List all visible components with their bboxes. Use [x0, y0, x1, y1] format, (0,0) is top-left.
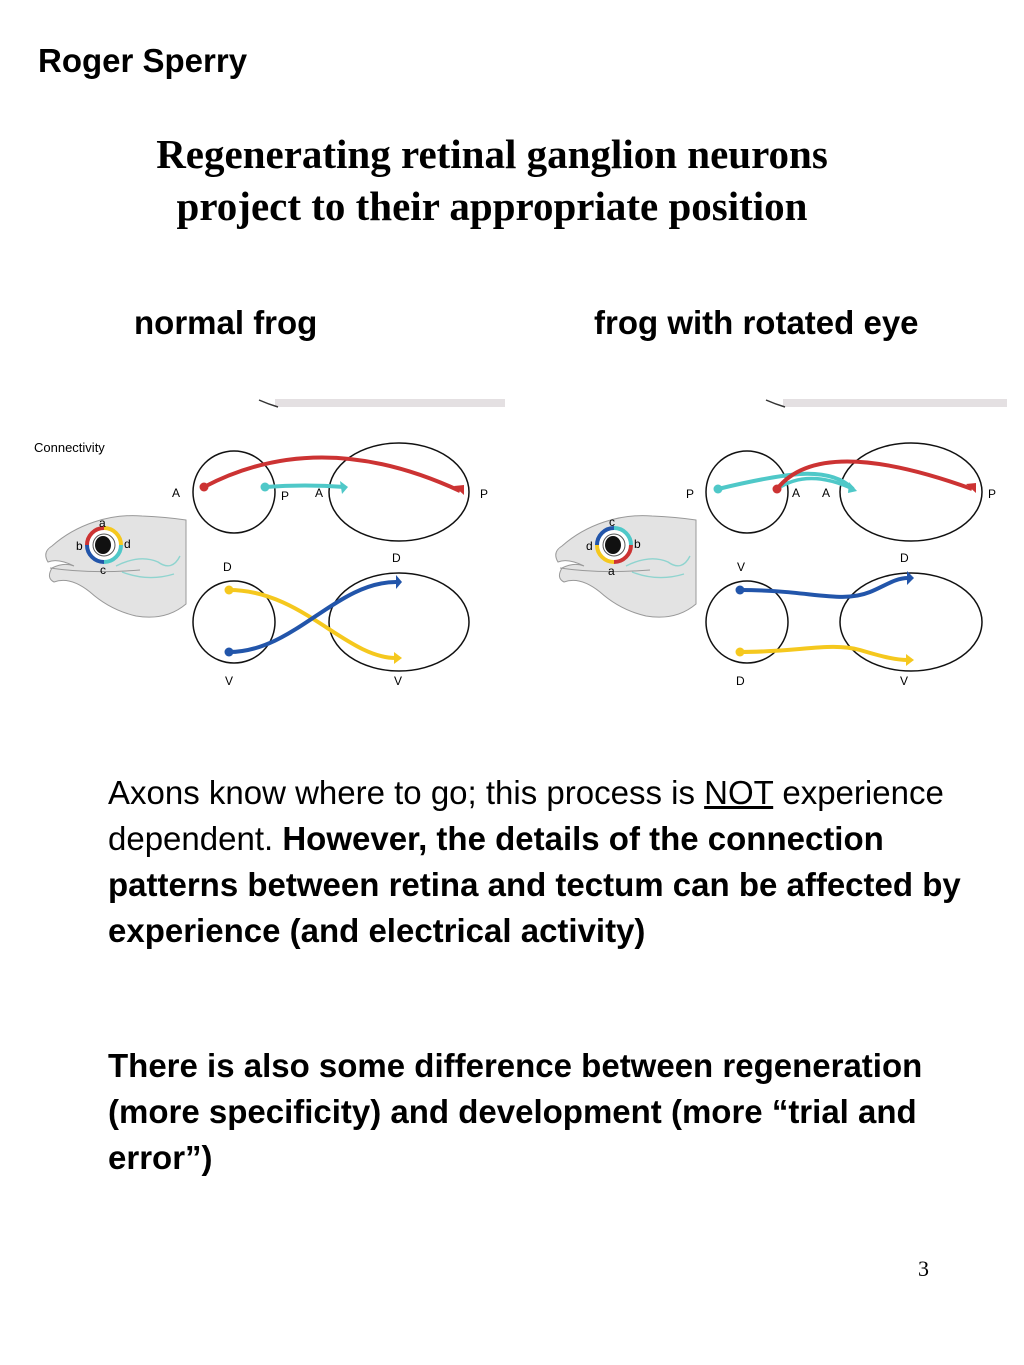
axon-red-terminal	[454, 485, 464, 495]
eye-letter-top: a	[99, 516, 106, 530]
para1-intro: Axons know where to go; this process is	[108, 774, 705, 811]
pupil	[605, 536, 621, 554]
paragraph-regeneration: There is also some difference between re…	[108, 1047, 923, 1176]
axon-blue	[739, 576, 909, 599]
axon-yellow-origin	[224, 585, 234, 595]
panel-label-rotated-eye: frog with rotated eye	[594, 304, 919, 341]
label-upper-far-right: P	[480, 487, 488, 501]
eye-letter-bottom: a	[608, 564, 615, 578]
axon-red-origin	[199, 482, 209, 492]
label-lower-right-top: D	[392, 551, 401, 565]
label-upper-far-left: A	[172, 486, 180, 500]
slide-title: Regenerating retinal ganglion neurons pr…	[0, 128, 984, 232]
eye-arc-yellow	[103, 526, 123, 546]
header-bar	[783, 399, 1007, 407]
panel-label-normal-frog: normal frog	[134, 304, 318, 341]
connectivity-caption: Connectivity	[34, 440, 105, 455]
axon-cyan-left	[776, 476, 854, 491]
header-stroke	[765, 399, 786, 408]
axon-cyan-origin	[260, 482, 270, 492]
label-lower-left-top: D	[223, 560, 232, 574]
pupil	[95, 536, 111, 554]
para1-mid: experience dependent.	[108, 774, 944, 857]
axon-blue-origin	[224, 647, 234, 657]
eye-letter-top: c	[609, 515, 615, 529]
frog-mouth-line	[559, 567, 651, 573]
title-line-1: Regenerating retinal ganglion neurons	[156, 131, 828, 177]
axon-cyan	[717, 471, 855, 491]
frog-head	[45, 515, 187, 618]
eye-letter-bottom: c	[100, 563, 106, 577]
frog-neural-path	[115, 555, 181, 567]
label-upper-mid-right: A	[822, 486, 830, 500]
frog-neural-path-2	[631, 571, 685, 579]
axon-yellow	[228, 588, 397, 660]
eye-arc-cyan	[613, 526, 633, 546]
para1-bold-statement: However, the details of the connection p…	[108, 820, 961, 949]
normal-frog-diagram: Connectivity a b d c A P A P D V D V	[34, 399, 505, 688]
axon-red-origin	[772, 484, 782, 494]
frog-neural-path	[625, 555, 691, 567]
para1-not-emphasis: NOT	[704, 774, 774, 811]
frog-neural-path-2	[121, 571, 175, 579]
label-upper-far-right: P	[988, 487, 996, 501]
title-line-2: project to their appropriate position	[176, 183, 808, 229]
label-lower-right-bottom: V	[900, 674, 908, 688]
eye-letter-left: d	[586, 539, 593, 553]
axon-red-terminal	[966, 483, 976, 493]
eye-arc-red	[85, 526, 105, 546]
frog-mouth-line	[49, 567, 141, 573]
axon-cyan-terminal	[848, 482, 857, 493]
tectum-oval-upper	[839, 442, 983, 542]
header-stroke	[258, 399, 279, 408]
label-upper-mid-left: P	[281, 489, 289, 503]
axon-yellow-terminal	[394, 652, 402, 664]
label-lower-left-bottom: D	[736, 674, 745, 688]
axon-blue-terminal	[907, 571, 914, 585]
eye-arc-yellow	[595, 544, 615, 564]
tectum-oval-upper	[328, 442, 470, 542]
author-name: Roger Sperry	[38, 42, 248, 79]
label-upper-mid-left: A	[792, 486, 800, 500]
eye-rotated	[595, 526, 633, 564]
axon-yellow	[739, 644, 909, 662]
axon-cyan-origin	[713, 484, 723, 494]
tectum-oval-lower	[328, 572, 470, 672]
axon-blue	[228, 580, 397, 654]
retina-circle-upper	[705, 450, 789, 534]
axon-cyan	[264, 483, 346, 489]
eye-arc-blue	[595, 526, 615, 546]
label-lower-left-top: V	[737, 560, 745, 574]
retina-circle-lower	[192, 580, 276, 664]
paragraph-axons: Axons know where to go; this process is …	[108, 770, 968, 954]
eye	[85, 526, 123, 564]
frog-head	[555, 515, 697, 618]
axon-blue-terminal	[396, 575, 402, 589]
label-upper-mid-right: A	[315, 486, 323, 500]
tectum-oval-lower	[839, 572, 983, 672]
page-number: 3	[918, 1256, 929, 1281]
axon-yellow-terminal	[906, 654, 914, 666]
axon-blue-origin	[735, 585, 745, 595]
label-upper-far-left: P	[686, 487, 694, 501]
rotated-eye-frog-diagram: c d b a P A A P V D D V	[555, 399, 1007, 688]
header-bar	[275, 399, 505, 407]
eye-letter-right: b	[634, 537, 641, 551]
axon-cyan-terminal	[340, 481, 348, 494]
axon-red	[203, 455, 461, 493]
label-lower-right-top: D	[900, 551, 909, 565]
axon-red	[775, 459, 973, 491]
eye-arc-red	[613, 544, 633, 564]
eye-arc-blue	[85, 544, 105, 564]
label-lower-left-bottom: V	[225, 674, 233, 688]
eye-letter-left: b	[76, 539, 83, 553]
axon-yellow-origin	[735, 647, 745, 657]
eye-letter-right: d	[124, 537, 131, 551]
retina-circle-upper	[192, 450, 276, 534]
eye-arc-cyan	[103, 544, 123, 564]
label-lower-right-bottom: V	[394, 674, 402, 688]
retina-circle-lower	[705, 580, 789, 664]
